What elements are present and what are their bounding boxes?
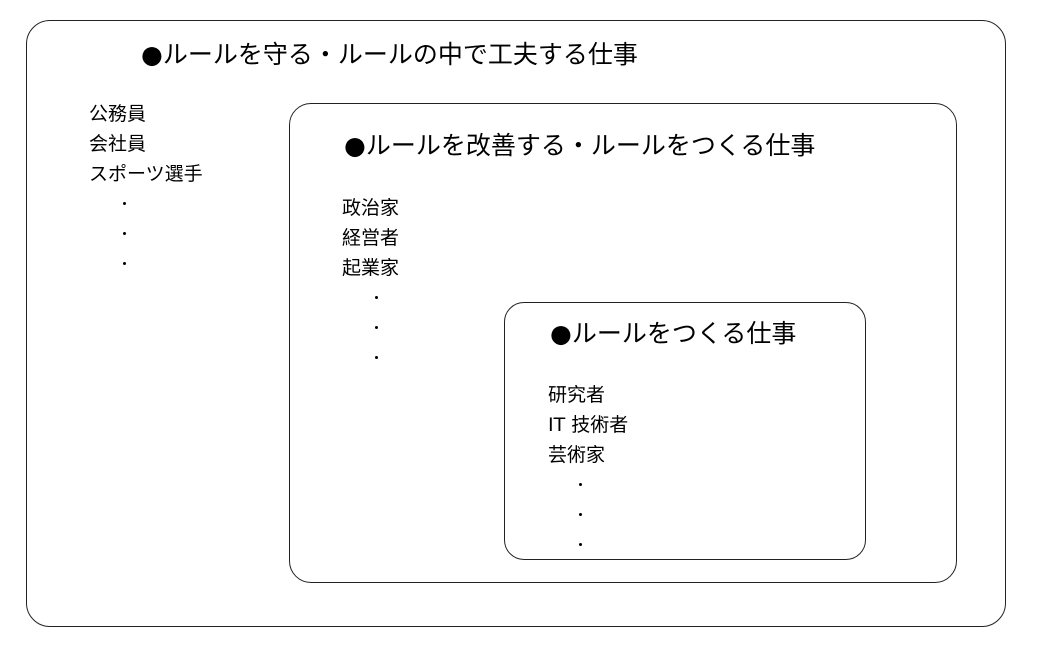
- job-item: スポーツ選手: [89, 163, 203, 185]
- job-item: 芸術家: [548, 444, 606, 466]
- job-item: 公務員: [89, 103, 147, 125]
- inner-category-box: ●ルールをつくる仕事 研究者 IT 技術者 芸術家: [504, 302, 866, 560]
- inner-job-list: 研究者 IT 技術者 芸術家: [548, 380, 628, 470]
- middle-category-heading: ●ルールを改善する・ルールをつくる仕事: [344, 131, 816, 160]
- middle-category-box: ●ルールを改善する・ルールをつくる仕事 政治家 経営者 起業家 ●ルールをつくる…: [289, 103, 957, 583]
- outer-job-list: 公務員 会社員 スポーツ選手: [89, 99, 203, 189]
- job-item: 経営者: [342, 227, 400, 249]
- job-item: IT 技術者: [548, 414, 629, 436]
- job-item: 政治家: [342, 197, 400, 219]
- outer-category-box: ●ルールを守る・ルールの中で工夫する仕事 公務員 会社員 スポーツ選手 ●ルール…: [26, 20, 1006, 627]
- middle-job-list: 政治家 経営者 起業家: [342, 193, 399, 283]
- inner-category-heading: ●ルールをつくる仕事: [550, 319, 797, 348]
- job-item: 起業家: [342, 257, 400, 279]
- job-item: 研究者: [548, 384, 606, 406]
- outer-category-heading: ●ルールを守る・ルールの中で工夫する仕事: [141, 40, 638, 69]
- job-item: 会社員: [89, 133, 147, 155]
